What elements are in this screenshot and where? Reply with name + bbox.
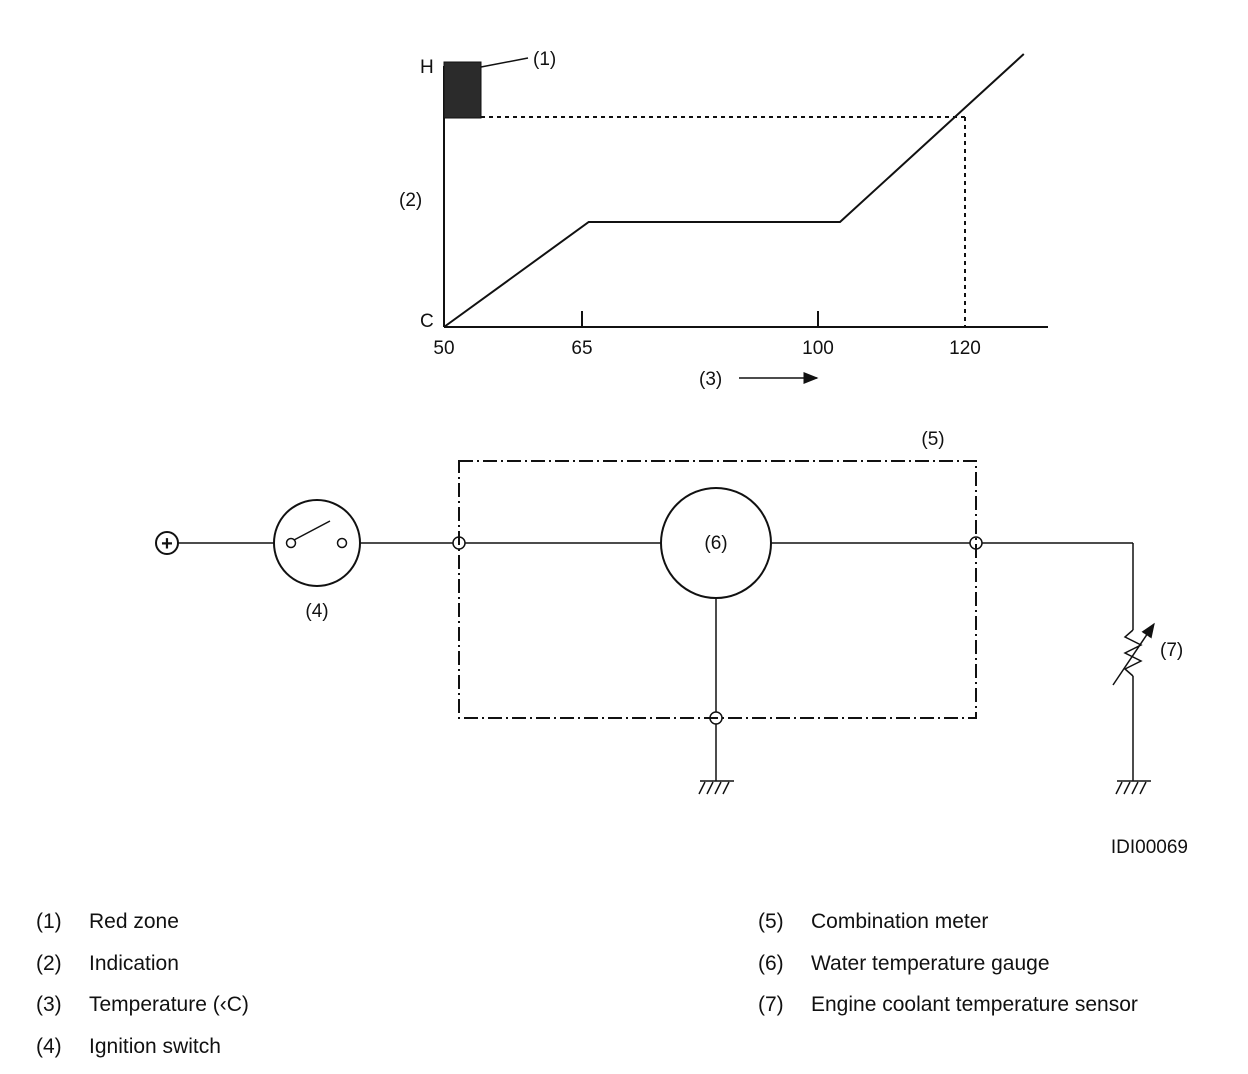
- meter-ground-symbol: [698, 780, 734, 795]
- y-top-label: H: [420, 57, 434, 78]
- sensor-callout: (7): [1160, 640, 1183, 661]
- ignition-switch: [273, 499, 361, 587]
- switch-contact-left: [285, 537, 297, 549]
- legend-number: (2): [36, 952, 62, 975]
- x-tick-label-65: 65: [571, 338, 592, 359]
- legend-text: Water temperature gauge: [811, 952, 1050, 975]
- legend-text: Indication: [89, 952, 179, 975]
- y-axis-callout: (2): [399, 190, 422, 211]
- y-bottom-label: C: [420, 311, 434, 332]
- sensor-variable-arrow: [1112, 622, 1155, 686]
- legend-number: (6): [758, 952, 784, 975]
- sensor-ground-symbol: [1115, 780, 1151, 795]
- legend-number: (5): [758, 910, 784, 933]
- legend-text: Engine coolant temperature sensor: [811, 993, 1138, 1016]
- legend-number: (3): [36, 993, 62, 1016]
- legend-number: (1): [36, 910, 62, 933]
- gauge-characteristic-graph: (1) H C (2) 50 65 100 120 (3): [399, 49, 1048, 390]
- legend-item: (7) Engine coolant temperature sensor: [758, 994, 1138, 1015]
- x-tick-label-120: 120: [949, 338, 981, 359]
- legend-text: Temperature (‹C): [89, 993, 249, 1016]
- x-tick-label-100: 100: [802, 338, 834, 359]
- red-zone-block: [443, 61, 482, 119]
- combination-meter-callout: (5): [921, 429, 944, 450]
- ignition-switch-callout: (4): [305, 601, 328, 622]
- legend-item: (5) Combination meter: [758, 911, 988, 932]
- gauge-callout: (6): [704, 533, 727, 554]
- x-axis-callout: (3): [699, 369, 722, 390]
- switch-contact-right: [336, 537, 348, 549]
- legend-item: (2) Indication: [36, 953, 179, 974]
- figure-id: IDI00069: [1111, 837, 1188, 858]
- legend-number: (4): [36, 1035, 62, 1058]
- legend-number: (7): [758, 993, 784, 1016]
- red-zone-leader: [480, 57, 529, 68]
- x-tick-label-50: 50: [433, 338, 454, 359]
- legend-item: (3) Temperature (‹C): [36, 994, 249, 1015]
- legend-item: (6) Water temperature gauge: [758, 953, 1050, 974]
- gauge-response-curve: [443, 53, 1025, 328]
- combination-meter-outline: [458, 460, 977, 719]
- legend-item: (4) Ignition switch: [36, 1036, 221, 1057]
- gauge-circuit: + (4) (5) (6): [155, 429, 1183, 795]
- legend-text: Red zone: [89, 910, 179, 933]
- engine-coolant-temperature-sensor: [1123, 629, 1143, 677]
- legend-item: (1) Red zone: [36, 911, 179, 932]
- legend-text: Ignition switch: [89, 1035, 221, 1058]
- red-zone-callout: (1): [533, 49, 556, 70]
- legend-text: Combination meter: [811, 910, 989, 933]
- battery-positive-symbol: +: [161, 533, 173, 555]
- switch-blade: [293, 520, 331, 541]
